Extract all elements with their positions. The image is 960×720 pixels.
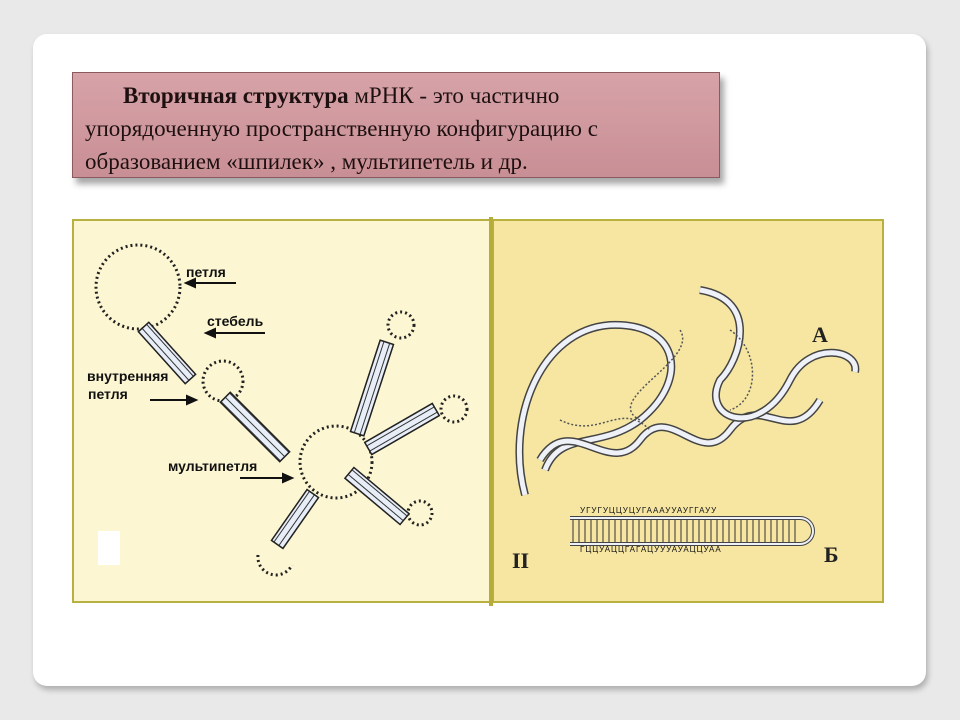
hairpin-sequence-bottom: ГЦЦУАЦЦГАГАЦУУУАУАЦЦУАА bbox=[580, 545, 722, 554]
rna-ribbon-drawing-a bbox=[515, 286, 860, 497]
definition-text-1: мРНК - это частично bbox=[348, 83, 560, 108]
label-stem: стебель bbox=[207, 313, 264, 329]
small-loop-bottom bbox=[256, 554, 294, 577]
panel-divider bbox=[489, 217, 493, 606]
label-roman-two: II bbox=[512, 548, 530, 573]
definition-box: Вторичная структура мРНК - это частично … bbox=[72, 72, 720, 178]
label-inner-loop-2: петля bbox=[88, 386, 128, 402]
hairpin-sequence-top: УГУГУЦЦУЦУГАААУУАУГГАУУ bbox=[580, 506, 718, 515]
definition-line-3: образованием «шпилек» , мультипетель и д… bbox=[85, 149, 528, 174]
label-multiloop: мультипетля bbox=[168, 458, 258, 474]
internal-loop bbox=[201, 359, 245, 403]
secondary-structure-diagram bbox=[94, 243, 469, 577]
label-loop: петля bbox=[186, 264, 226, 280]
small-loop-lower-right bbox=[406, 499, 434, 527]
label-a: А bbox=[812, 322, 828, 347]
multiloop bbox=[298, 424, 374, 500]
hairpin-loop bbox=[94, 243, 182, 331]
label-b: Б bbox=[824, 542, 839, 567]
blank-square bbox=[98, 531, 120, 565]
label-inner-loop-1: внутренняя bbox=[87, 368, 169, 384]
small-loop-right bbox=[439, 394, 469, 424]
hairpin-drawing-b bbox=[570, 516, 815, 546]
definition-line-1: Вторичная структура мРНК - это частично bbox=[85, 79, 709, 112]
definition-term: Вторичная структура bbox=[123, 83, 349, 108]
definition-line-2: упорядоченную пространственную конфигура… bbox=[85, 116, 598, 141]
small-loop-top bbox=[386, 310, 416, 340]
